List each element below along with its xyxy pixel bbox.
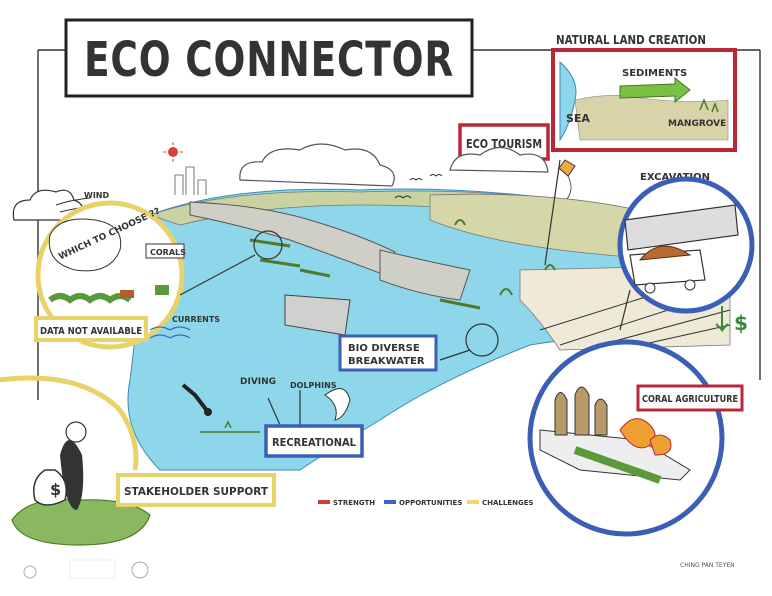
- legend-label: CHALLENGES: [482, 499, 534, 507]
- footer-logos: [23, 559, 149, 579]
- sea-label: SEA: [566, 112, 590, 125]
- natural-land-creation-label: NATURAL LAND CREATION: [556, 33, 706, 47]
- legend-label: OPPORTUNITIES: [399, 499, 462, 507]
- shore-strip: [200, 420, 260, 433]
- corals-label: CORALS: [150, 248, 186, 257]
- data-not-available-box: DATA NOT AVAILABLE: [34, 316, 148, 342]
- wind-label: WIND: [84, 191, 109, 200]
- eco-tourism-box: ECO TOURISM: [458, 123, 550, 161]
- page-title: ECO CONNECTOR: [84, 32, 454, 88]
- diving-label: DIVING: [240, 377, 276, 387]
- dolphins-label: DOLPHINS: [290, 381, 337, 390]
- artist-signature: CHING PAN TEYEN: [680, 562, 735, 569]
- legend-swatch: [467, 500, 479, 504]
- data-not-available-label: DATA NOT AVAILABLE: [40, 326, 142, 337]
- mangrove-label: MANGROVE: [668, 119, 726, 129]
- bio-diverse-breakwater-line1: BIO DIVERSE: [348, 343, 420, 354]
- legend: STRENGTH OPPORTUNITIES CHALLENGES: [318, 499, 534, 507]
- dollar-icon: $: [715, 306, 748, 335]
- dolphin-icon: [324, 388, 351, 421]
- legend-label: STRENGTH: [333, 499, 375, 507]
- money-bag-icon: $: [33, 469, 67, 506]
- legend-swatch: [384, 500, 396, 504]
- recreational-label: RECREATIONAL: [272, 436, 356, 449]
- recreational-connectors: [267, 390, 301, 426]
- connector-lines: [179, 159, 631, 361]
- currents-label: CURRENTS: [172, 315, 220, 324]
- recreational-box: RECREATIONAL: [264, 424, 364, 458]
- clouds: [239, 143, 549, 187]
- currents-note: CURRENTS: [149, 315, 220, 339]
- excavation-panel: EXCAVATION: [617, 172, 755, 314]
- which-to-choose-panel: WHICH TO CHOOSE ?? CORALS: [35, 200, 186, 350]
- stakeholder-support-label: STAKEHOLDER SUPPORT: [124, 485, 268, 498]
- eco-tourism-label: ECO TOURISM: [466, 137, 542, 151]
- sediments-label: SEDIMENTS: [622, 68, 687, 79]
- birds: [394, 174, 443, 199]
- svg-text:$: $: [50, 480, 61, 499]
- bio-diverse-breakwater-box: BIO DIVERSE BREAKWATER: [338, 334, 438, 372]
- legend-swatch: [318, 500, 330, 504]
- coral-agriculture-label: CORAL AGRICULTURE: [642, 394, 738, 405]
- stakeholder-support-panel: $ STAKEHOLDER SUPPORT: [0, 375, 276, 546]
- svg-text:$: $: [734, 311, 748, 335]
- title-box: ECO CONNECTOR: [64, 18, 474, 98]
- natural-land-creation: NATURAL LAND CREATION SEDIMENTS SEA MANG…: [551, 33, 737, 152]
- bio-diverse-breakwater-line2: BREAKWATER: [348, 356, 425, 367]
- diver-icon: [181, 383, 212, 416]
- sun-icon: [163, 142, 183, 162]
- coral-agriculture-panel: CORAL AGRICULTURE: [527, 339, 744, 537]
